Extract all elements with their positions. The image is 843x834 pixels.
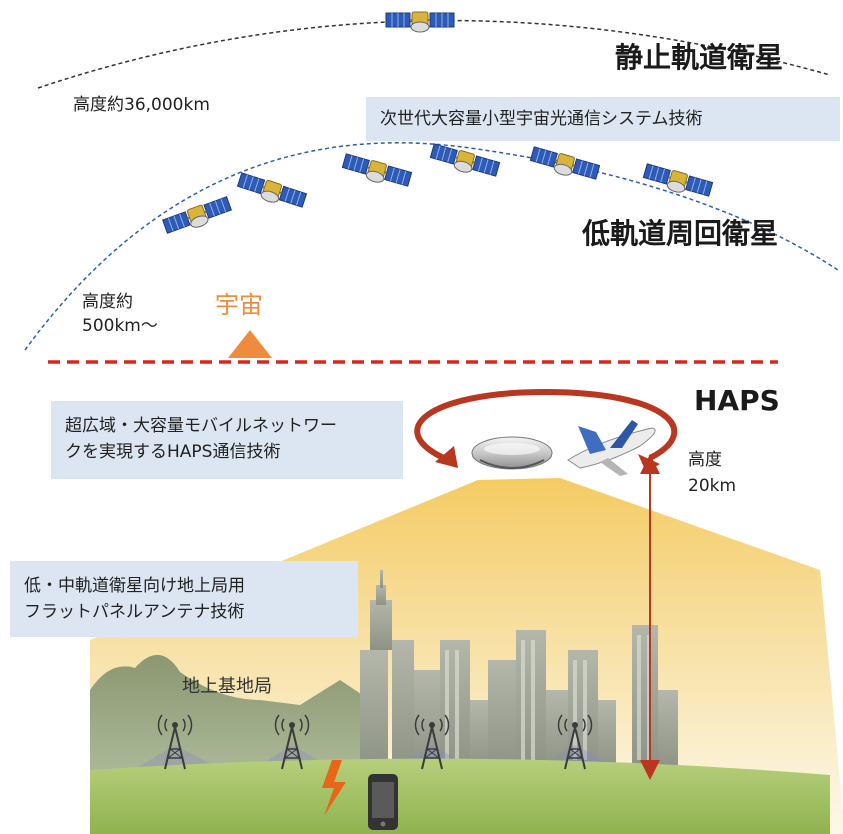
ground-tech-line-2: フラットパネルアンテナ技術: [24, 602, 245, 622]
haps-tech-line-2: クを実現するHAPS通信技術: [65, 442, 281, 462]
haps-altitude-label: 高度 20km: [688, 447, 736, 499]
ground: [90, 758, 830, 834]
geo-satellite-title: 静止軌道衛星: [615, 41, 784, 74]
smartphone-icon: [368, 774, 398, 830]
leo-satellite-2: [234, 170, 308, 213]
geo-tech-label: 次世代大容量小型宇宙光通信システム技術: [380, 109, 703, 129]
leo-satellite-5: [528, 144, 601, 185]
leo-satellite-3: [340, 151, 413, 192]
leo-altitude-line-2: 500km〜: [82, 316, 158, 336]
haps-tech-line-1: 超広域・大容量モバイルネットワー: [65, 416, 337, 436]
ground-tech-box: 低・中軌道衛星向け地上局用 フラットパネルアンテナ技術: [10, 561, 358, 637]
mountains: [90, 654, 370, 780]
geo-tech-box: 次世代大容量小型宇宙光通信システム技術: [366, 97, 840, 141]
haps-loop-arrowhead-right: [638, 454, 660, 472]
space-label: 宇宙: [215, 291, 263, 319]
haps-airship: [471, 436, 553, 470]
geo-orbit-line: [37, 19, 831, 89]
haps-loop-arrowhead-left: [435, 446, 458, 468]
space-marker-triangle: [228, 330, 272, 358]
haps-altitude-line-1: 高度: [688, 450, 722, 470]
leo-satellite-title: 低軌道周回衛星: [582, 217, 779, 250]
ground-station-label: 地上基地局: [182, 676, 272, 697]
leo-orbit-line: [24, 142, 839, 351]
haps-tech-box: 超広域・大容量モバイルネットワー クを実現するHAPS通信技術: [51, 401, 403, 479]
haps-title: HAPS: [694, 384, 780, 417]
lightning-bolt: [322, 760, 346, 816]
haps-altitude-line-2: 20km: [688, 476, 737, 496]
leo-altitude-label: 高度約 500km〜: [82, 290, 158, 338]
geo-satellite: [385, 11, 455, 33]
leo-satellite-1: [161, 194, 235, 239]
leo-altitude-line-1: 高度約: [82, 292, 133, 312]
haps-aircraft: [567, 420, 656, 476]
ground-tech-line-1: 低・中軌道衛星向け地上局用: [24, 576, 245, 596]
leo-satellite-4: [428, 141, 501, 182]
haps-loop-arrow: [414, 388, 678, 463]
geo-altitude-label: 高度約36,000km: [73, 95, 210, 115]
